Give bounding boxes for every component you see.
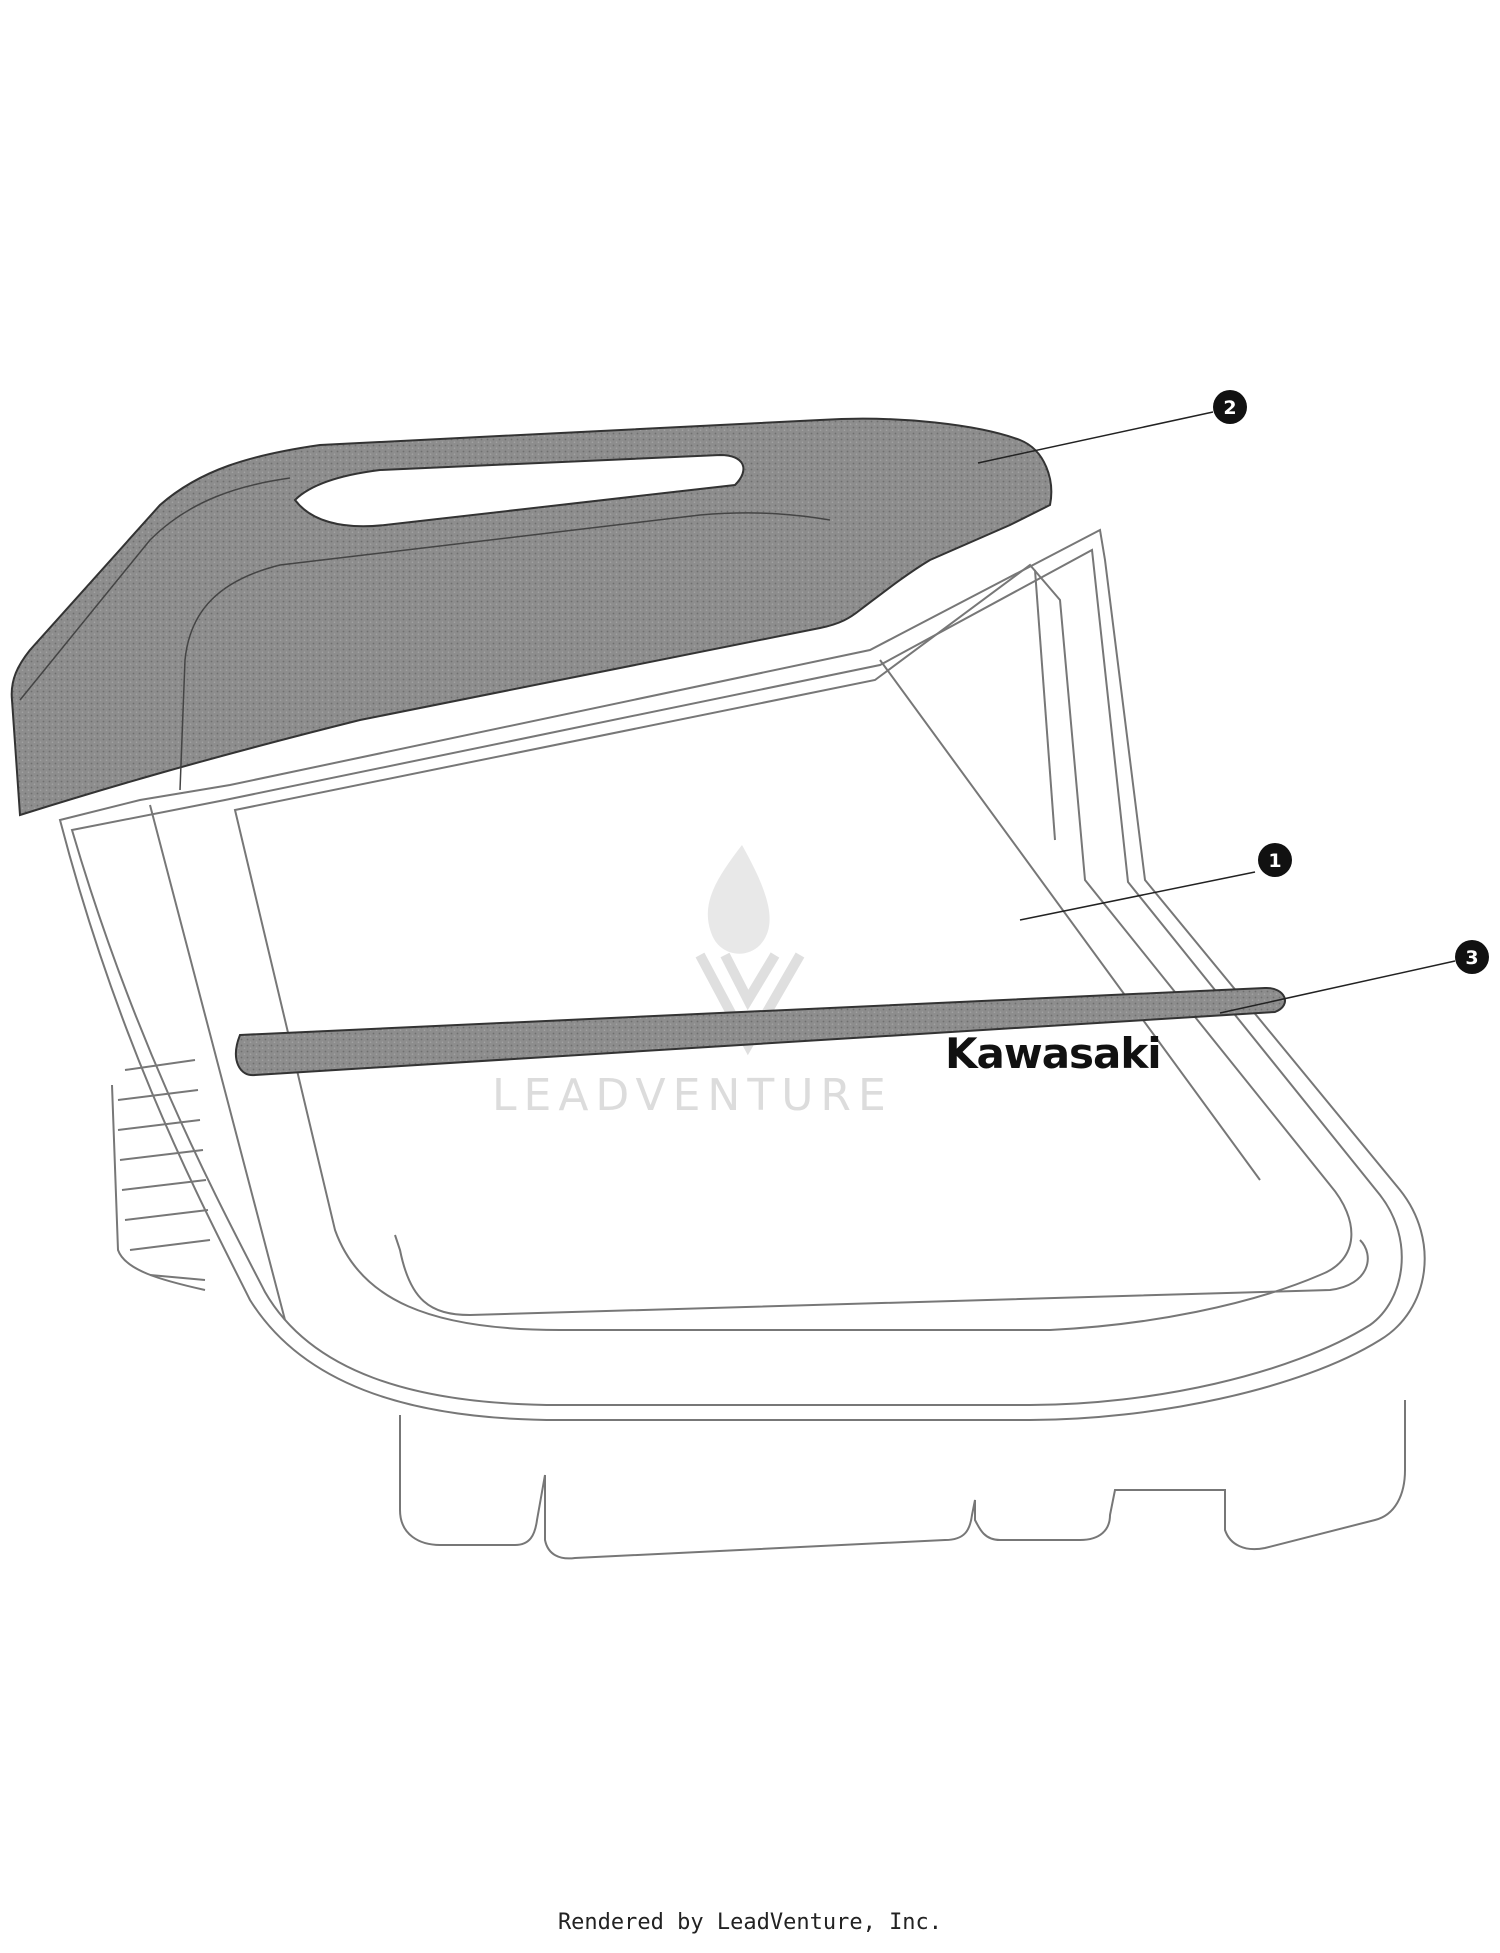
leader-line-1 (1019, 871, 1256, 921)
callout-2-marker (1213, 390, 1247, 424)
callout-3-marker (1455, 940, 1489, 974)
leader-line-3 (1219, 960, 1456, 1014)
callout-3-label: 3 (1465, 947, 1478, 969)
side-stripe-part (235, 986, 1287, 1077)
top-trim-part (10, 417, 1053, 817)
watermark: LEADVENTURE (492, 845, 893, 1121)
leader-line-2 (977, 411, 1214, 464)
footer-credit: Rendered by LeadVenture, Inc. (557, 1910, 943, 1935)
watermark-text: LEADVENTURE (492, 1070, 893, 1121)
callout-1[interactable]: 1 (1258, 843, 1292, 877)
callout-3[interactable]: 3 (1455, 940, 1489, 974)
callout-1-marker (1258, 843, 1292, 877)
callout-2[interactable]: 2 (1213, 390, 1247, 424)
kawasaki-decal: Kawasaki (945, 1029, 1161, 1078)
saddlebag-body (58, 528, 1426, 1560)
leader-lines (977, 411, 1456, 1014)
callout-1-label: 1 (1268, 850, 1281, 872)
callout-2-label: 2 (1223, 397, 1236, 419)
